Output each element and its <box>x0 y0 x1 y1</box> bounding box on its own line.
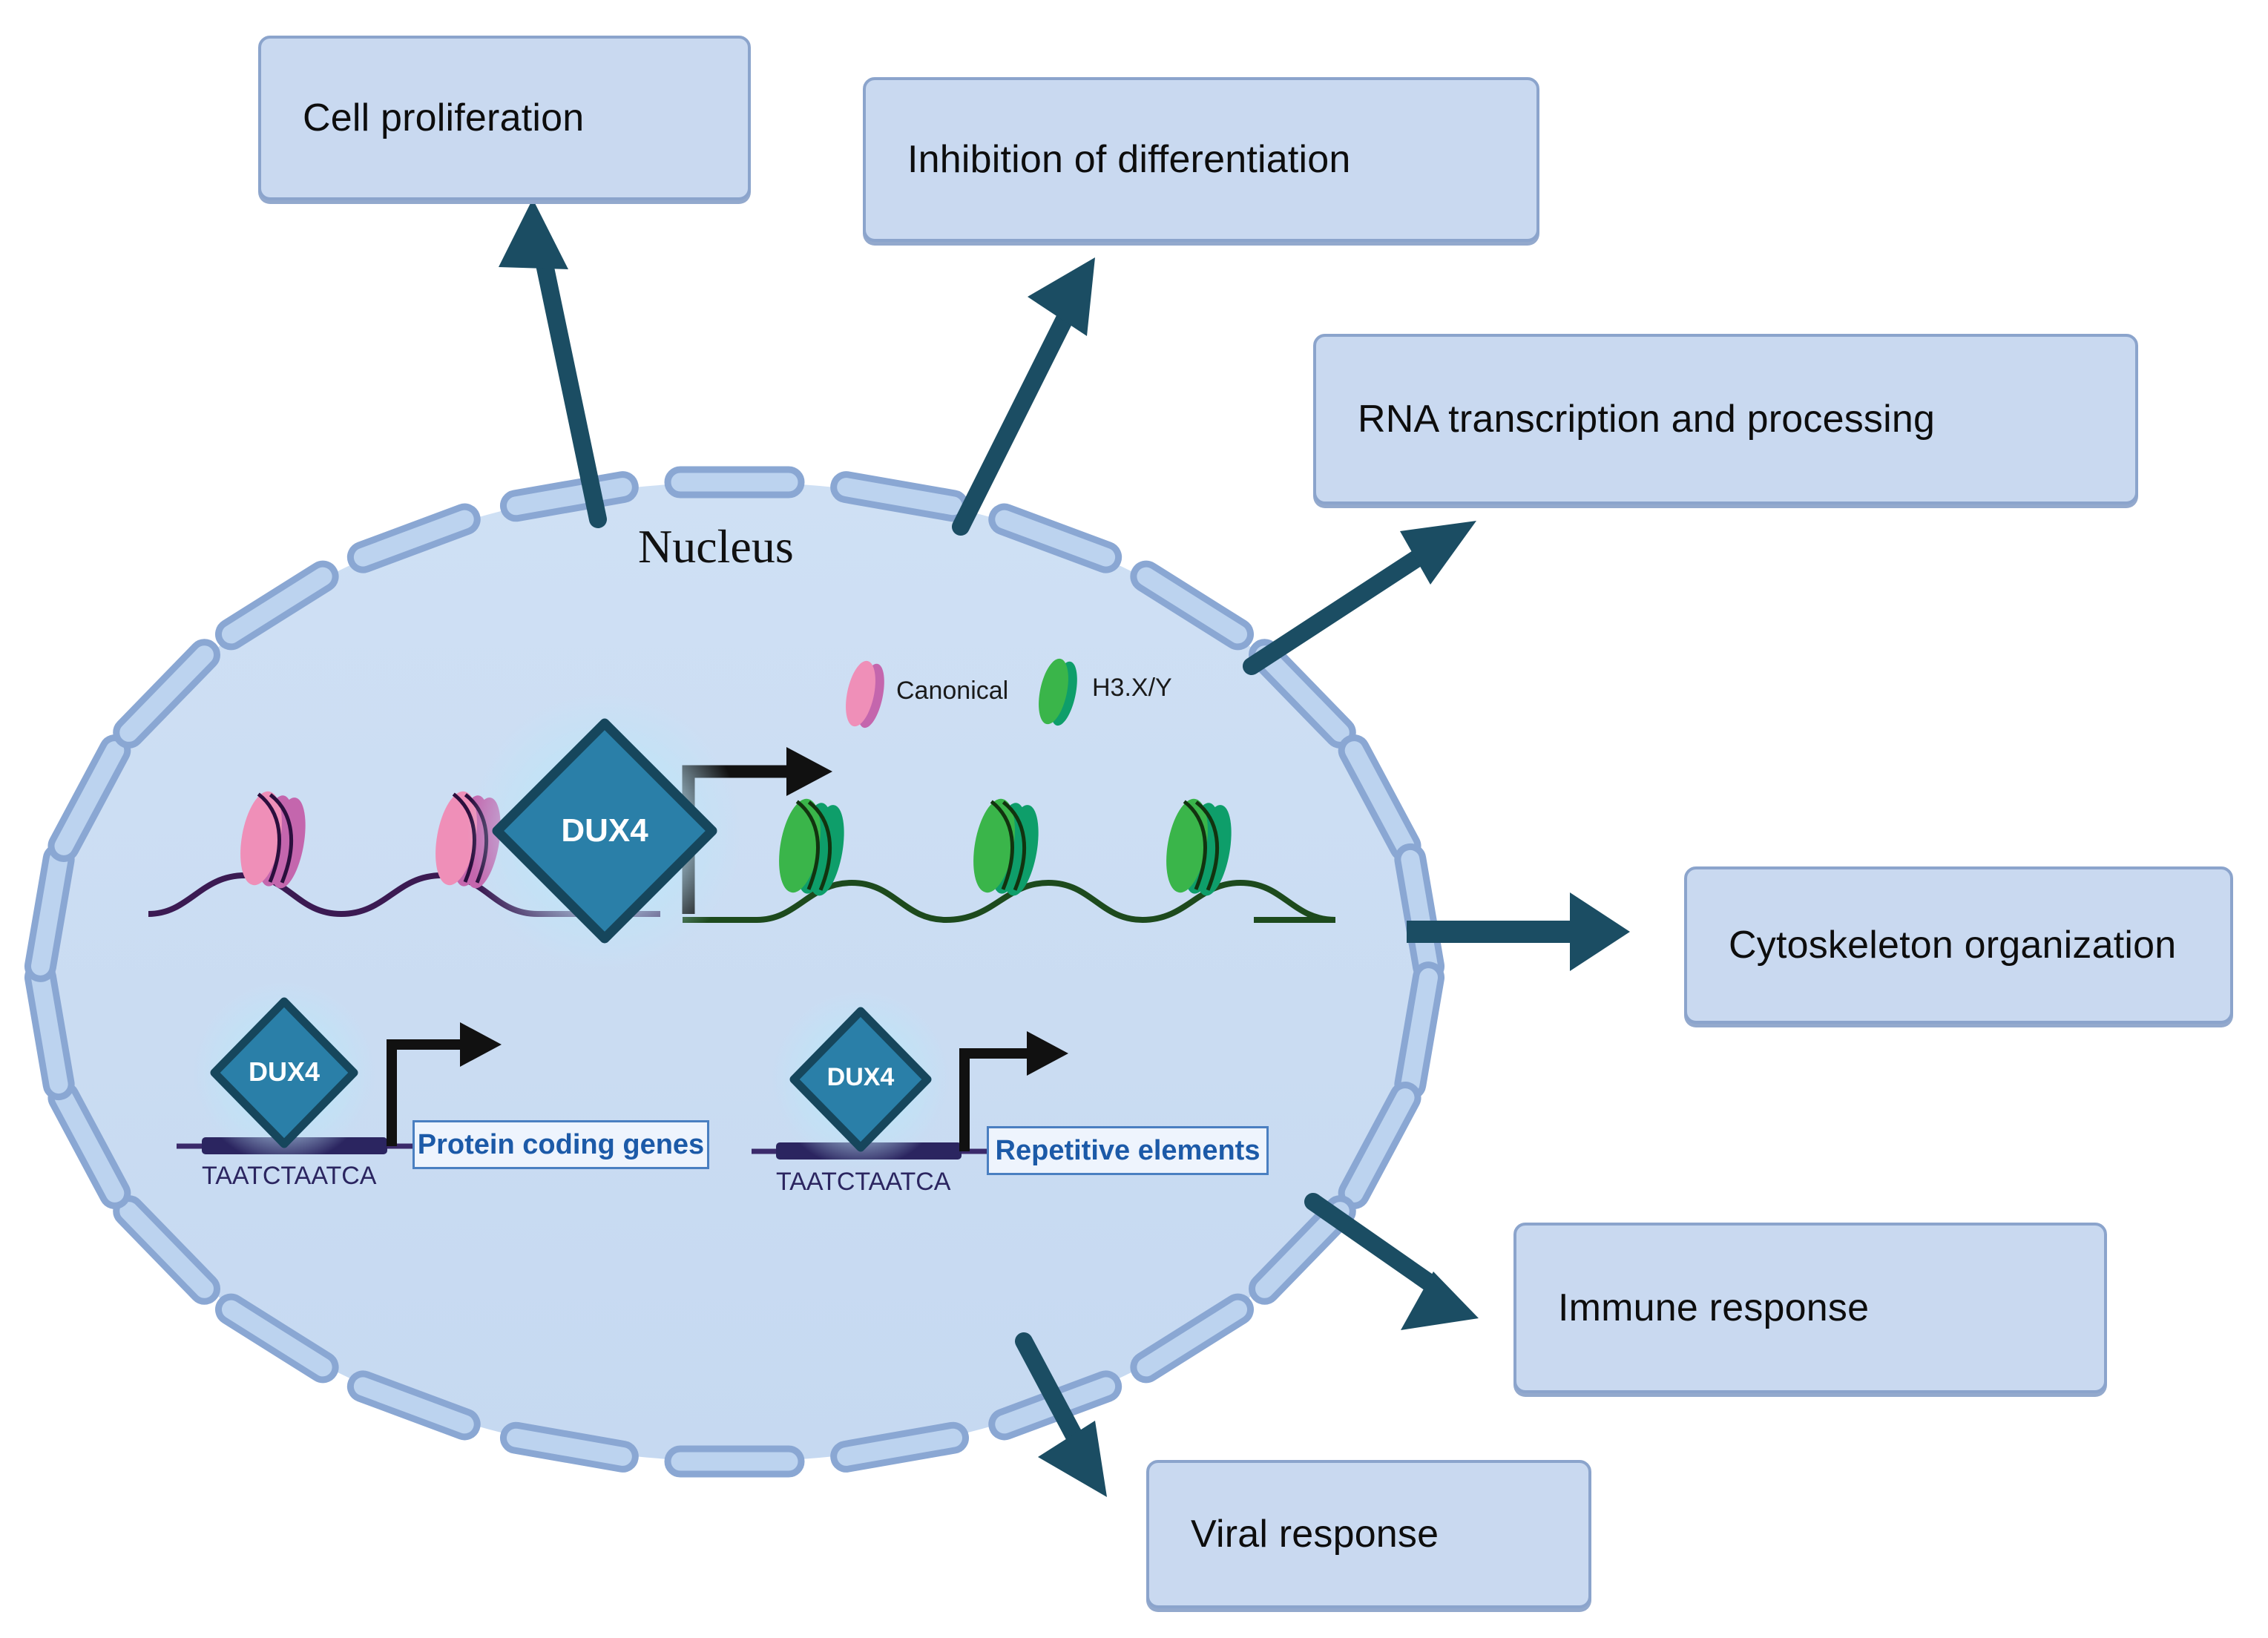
membrane-dash <box>830 1421 970 1473</box>
arrow-cytoskeleton <box>1407 892 1630 971</box>
arrow-rna-transcription <box>1243 521 1476 675</box>
promoter-protein-coding <box>177 981 502 1164</box>
membrane-dash <box>346 503 481 573</box>
legend-icon-h3xy <box>1039 658 1077 726</box>
dux4-main <box>467 694 742 968</box>
membrane-dash <box>499 471 639 522</box>
membrane-dash <box>1130 560 1254 651</box>
outcome-label-cell-proliferation: Cell proliferation <box>303 96 585 139</box>
motif-label-repetitive: TAATCTAATCA <box>776 1168 951 1196</box>
membrane-dash <box>346 1370 481 1441</box>
membrane-dash <box>113 639 220 749</box>
tss-arrow-repetitive <box>959 1031 1068 1151</box>
outcome-box-rna-transcription[interactable]: RNA transcription and processing <box>1313 334 2138 504</box>
legend-label-canonical: Canonical <box>896 677 1009 705</box>
outcome-label-immune-response: Immune response <box>1558 1286 1870 1329</box>
nuclear-membrane <box>24 466 1445 1478</box>
membrane-dash <box>215 1293 339 1384</box>
nucleus-label: Nucleus <box>638 520 794 573</box>
arrow-inhibition-differentiation <box>952 257 1095 536</box>
target-chip-repetitive: Repetitive elements <box>987 1126 1269 1175</box>
target-chip-protein-coding: Protein coding genes <box>412 1120 709 1169</box>
tss-arrow-protein-coding <box>387 1022 502 1146</box>
membrane-dash <box>1249 1195 1356 1305</box>
chromatin-fiber <box>148 872 1336 924</box>
outcome-box-viral-response[interactable]: Viral response <box>1146 1460 1591 1608</box>
membrane-dash <box>215 560 339 651</box>
outcome-box-immune-response[interactable]: Immune response <box>1513 1223 2107 1393</box>
dux4-label-repetitive: DUX4 <box>826 1063 895 1091</box>
outcome-label-inhibition-differentiation: Inhibition of differentiation <box>907 138 1351 181</box>
legend-label-h3xy: H3.X/Y <box>1092 674 1172 702</box>
promoter-repetitive <box>752 990 1068 1168</box>
dna-strand-h3xy <box>683 879 1336 924</box>
membrane-dash <box>1130 1293 1254 1384</box>
nucleosome-h3xy-group <box>779 798 1232 896</box>
motif-label-protein-coding: TAATCTAATCA <box>202 1162 377 1190</box>
outcome-label-cytoskeleton: Cytoskeleton organization <box>1729 924 2177 967</box>
membrane-dash <box>988 503 1123 573</box>
outcome-label-viral-response: Viral response <box>1191 1513 1439 1556</box>
outcome-box-cytoskeleton[interactable]: Cytoskeleton organization <box>1684 866 2233 1024</box>
arrow-cell-proliferation <box>499 199 607 528</box>
pathway-arrows <box>499 199 1630 1497</box>
outcome-box-cell-proliferation[interactable]: Cell proliferation <box>258 36 751 200</box>
outcome-box-inhibition-differentiation[interactable]: Inhibition of differentiation <box>863 77 1539 242</box>
dux4-label-protein-coding: DUX4 <box>248 1056 321 1087</box>
arrow-viral-response <box>1015 1332 1107 1497</box>
membrane-dash <box>664 1445 805 1478</box>
membrane-dash <box>664 466 805 499</box>
nucleus-body <box>45 482 1424 1461</box>
dux4-main-label: DUX4 <box>561 812 648 849</box>
arrow-immune-response <box>1304 1193 1479 1330</box>
outcome-label-rna-transcription: RNA transcription and processing <box>1358 398 1936 441</box>
legend-icon-canonical <box>846 660 884 728</box>
membrane-dash <box>499 1421 639 1473</box>
dna-strand-canonical <box>148 872 660 918</box>
